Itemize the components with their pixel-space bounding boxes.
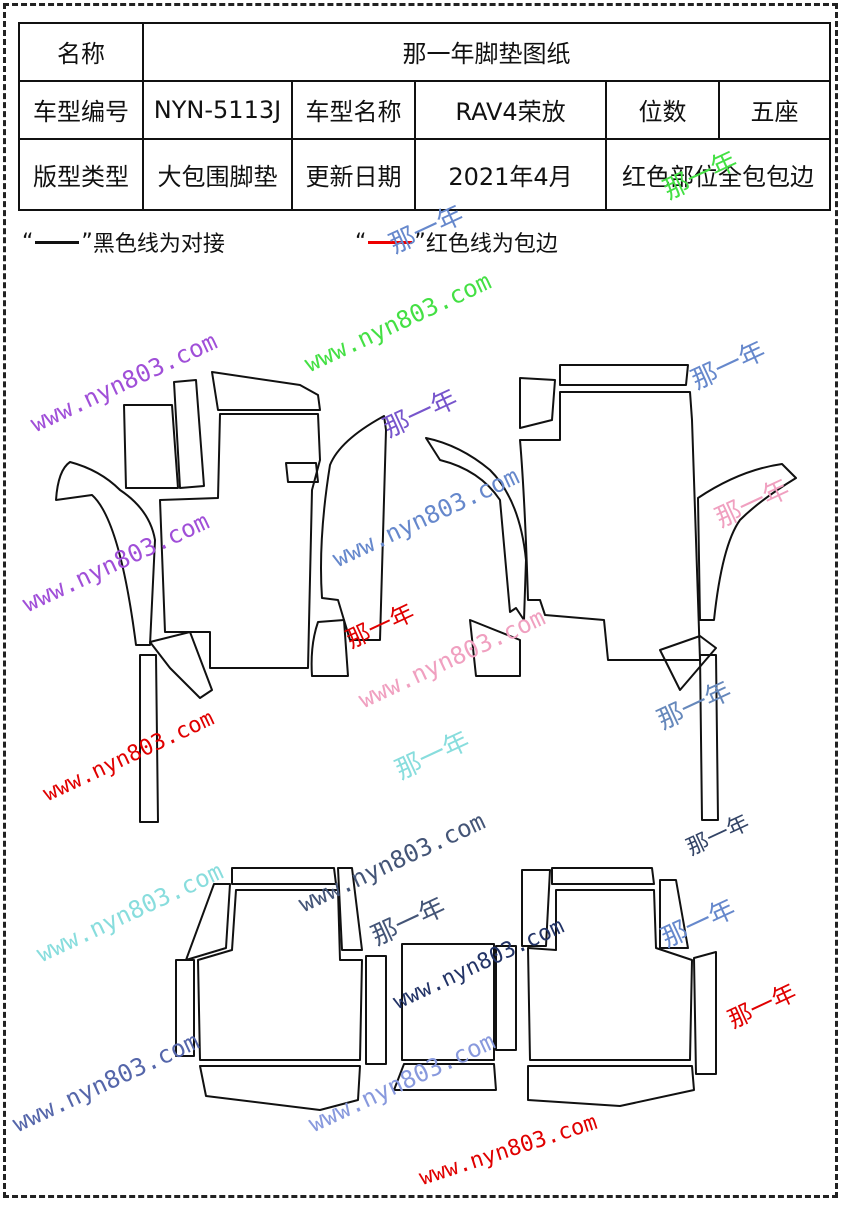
legend-red: “ ” 红色线为包边 — [355, 226, 558, 258]
model-name-label: 车型名称 — [291, 79, 416, 141]
model-name-value: RAV4荣放 — [414, 79, 607, 141]
page-border — [3, 3, 838, 1198]
spec-table: 名称 那一年脚垫图纸 车型编号 NYN-5113J 车型名称 RAV4荣放 位数… — [18, 22, 831, 211]
pattern-value: 大包围脚垫 — [142, 138, 293, 211]
legend-close-quote: ” — [81, 229, 93, 255]
legend-black: “ ” 黑色线为对接 — [22, 226, 225, 258]
model-code-label: 车型编号 — [18, 79, 144, 141]
title-value: 那一年脚垫图纸 — [142, 22, 831, 82]
title-label: 名称 — [18, 22, 144, 82]
legend-open-quote-red: “ — [355, 229, 367, 255]
date-label: 更新日期 — [291, 138, 416, 211]
pattern-label: 版型类型 — [18, 138, 144, 211]
model-code-value: NYN-5113J — [142, 79, 293, 141]
red-line-sample — [368, 240, 413, 244]
legend-red-text: 红色线为包边 — [425, 232, 558, 257]
legend-close-quote-red: ” — [414, 229, 426, 255]
edge-note: 红色部位全包包边 — [605, 138, 831, 211]
black-line-sample — [35, 240, 80, 244]
legend-open-quote: “ — [22, 229, 34, 255]
seats-value: 五座 — [718, 79, 831, 141]
date-value: 2021年4月 — [414, 138, 607, 211]
seats-label: 位数 — [605, 79, 720, 141]
legend-black-text: 黑色线为对接 — [92, 232, 225, 257]
